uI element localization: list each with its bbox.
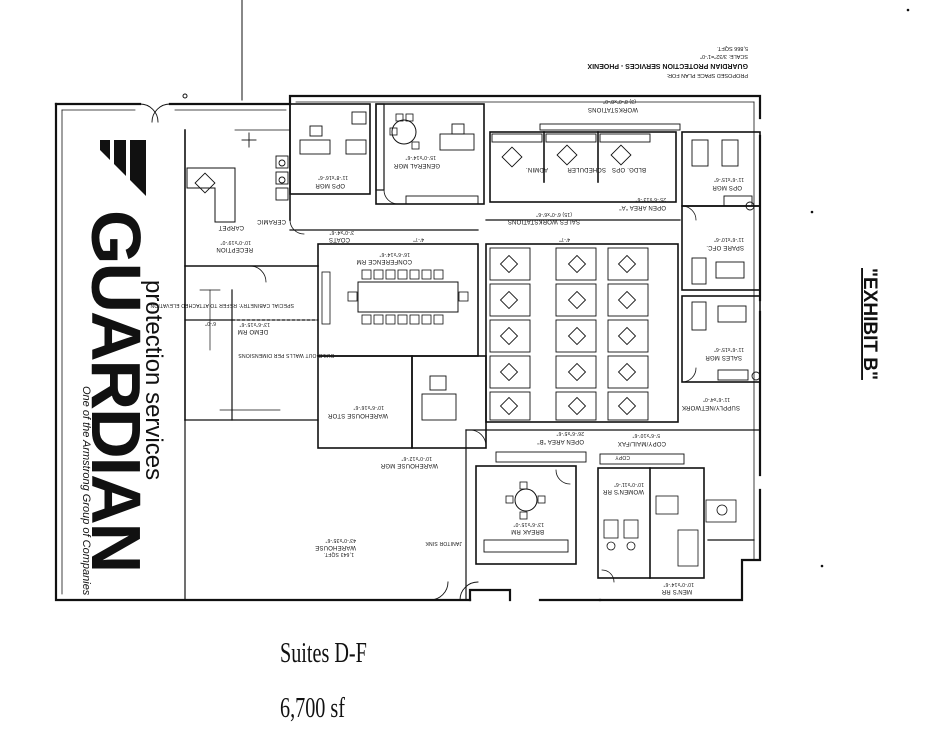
label-dim-6ft: 6'-0" bbox=[205, 320, 216, 326]
label-admin: ADMIN. bbox=[526, 166, 548, 172]
label-warehouse-stor-dim: 10'-6"x16'-6" bbox=[353, 404, 384, 410]
label-copy: COPY bbox=[615, 454, 630, 460]
warehouse-storage bbox=[317, 355, 487, 449]
label-sales-mgr: SALES MGR bbox=[705, 354, 742, 360]
title-line-4: 5,866 SQFT. bbox=[717, 45, 748, 51]
label-scheduler: SCHEDULER bbox=[567, 166, 606, 172]
label-demo-rm: DEMO RM bbox=[238, 328, 268, 334]
exhibit-label: "EXHIBIT B" bbox=[859, 268, 880, 380]
label-demo-rm-dim: 13'-6"x15'-6" bbox=[239, 321, 270, 327]
label-warehouse-mgr: WAREHOUSE MGR bbox=[380, 462, 438, 468]
guardian-logo: GUARDIAN protection services bbox=[77, 140, 167, 571]
label-open-area-b-dim: 26'-6"x5'-6" bbox=[556, 430, 584, 436]
room-labels: RECEPTION 10'-0"x19'-0" CERAMIC CARPET C… bbox=[150, 98, 744, 594]
label-workstations: WORKSTATIONS bbox=[588, 106, 638, 112]
label-reception: RECEPTION bbox=[216, 246, 253, 252]
ops-mgr-office-a bbox=[289, 103, 371, 195]
label-warehouse: WAREHOUSE bbox=[315, 544, 356, 550]
label-break-rm-dim: 13'-6"x15'-0" bbox=[513, 521, 544, 527]
label-special: SPECIAL CABINETRY: REFER TO ATTACHED ELE… bbox=[150, 302, 294, 308]
label-ops-mgr-a-dim: 11'-8"x16'-6" bbox=[318, 174, 348, 180]
label-coats: COATS bbox=[329, 236, 350, 242]
label-conference-dim: 16'-6"x14'-6" bbox=[379, 251, 410, 257]
label-break-rm: BREAK RM bbox=[511, 528, 544, 534]
label-warehouse-mgr-dim: 10'-0"x12'-6" bbox=[401, 455, 432, 461]
label-general-mgr: GENERAL MGR bbox=[393, 162, 440, 168]
label-ops-mgr-b-dim: 11'-6"x15'-6" bbox=[714, 176, 744, 182]
label-warehouse-sqft: 1,643 SQFT. bbox=[324, 551, 354, 557]
label-ops-mgr-a: OPS MGR bbox=[315, 182, 345, 188]
label-spare-ofc: SPARE OFC. bbox=[706, 244, 744, 250]
label-dim-47b: 4'-7" bbox=[413, 236, 424, 242]
label-womens-rr: WOMEN'S RR bbox=[602, 488, 644, 494]
label-womens-rr-dim: 10'-0"x11'-6" bbox=[614, 481, 644, 487]
label-supply-dim: 11'-6"x4'-0" bbox=[703, 396, 730, 402]
label-general-mgr-dim: 15'-0"x14'-6" bbox=[405, 154, 436, 160]
label-conference: CONFERENCE RM bbox=[356, 258, 412, 264]
workstations-strip bbox=[489, 131, 677, 203]
ops-mgr-office-b bbox=[681, 131, 761, 383]
label-sales-ws: SALES WORKSTATIONS bbox=[508, 218, 580, 224]
label-sales-ws-dim: (15) 6'-0"x6'-6" bbox=[536, 211, 572, 217]
label-buildout: BUILD-OUT WALLS PER DIMENSIONS bbox=[238, 352, 334, 358]
logo-subtitle: protection services bbox=[140, 280, 167, 480]
title-line-2: GUARDIAN PROTECTION SERVICES - PHOENIX bbox=[587, 62, 748, 69]
label-janitor: JANITOR SINK bbox=[425, 540, 462, 546]
label-copy-fax: COPY/MAIL/FAX bbox=[618, 440, 666, 446]
break-room bbox=[475, 465, 577, 565]
general-mgr-office bbox=[375, 103, 485, 205]
reception-area bbox=[184, 103, 319, 421]
demo-room bbox=[184, 289, 319, 421]
label-sales-mgr-dim: 11'-6"x15'-6" bbox=[714, 346, 744, 352]
label-ops-mgr-b: OPS MGR bbox=[712, 184, 742, 190]
title-line-1: PROPOSED SPACE PLAN FOR: bbox=[666, 72, 748, 78]
label-bldg-ops: BLDG. OPS bbox=[612, 166, 646, 172]
label-mens-rr: MEN'S RR bbox=[661, 588, 692, 594]
label-spare-ofc-dim: 11'-6"x10'-6" bbox=[714, 236, 744, 242]
exhibit-text: "EXHIBIT B" bbox=[859, 268, 880, 380]
label-carpet: CARPET bbox=[218, 224, 244, 230]
restrooms bbox=[597, 467, 705, 579]
logo-tagline: One of the Armstrong Group of Companies bbox=[80, 386, 92, 596]
logo-word: GUARDIAN bbox=[77, 210, 155, 571]
suites-label: Suites D-F bbox=[280, 638, 367, 669]
label-workstations-dim: (3) 8'-0"x8'-0" bbox=[603, 98, 636, 104]
label-warehouse-stor: WAREHOUSE STOR bbox=[327, 412, 388, 418]
label-copy-fax-dim: 5'-6"x10'-6" bbox=[632, 432, 660, 438]
label-open-area-a-dim: 25'-6"x13'-6" bbox=[635, 196, 666, 202]
label-mens-rr-dim: 10'-0"x14'-6" bbox=[663, 581, 694, 587]
label-warehouse-dim: 43'-0"x35'-6" bbox=[325, 537, 356, 543]
label-supply: SUPPLY/NETWORK bbox=[682, 404, 740, 410]
label-dim-47a: 4'-7" bbox=[559, 236, 570, 242]
label-open-area-a: OPEN AREA "A" bbox=[619, 204, 666, 210]
sales-workstations bbox=[485, 243, 679, 423]
logo-tagline-text: One of the Armstrong Group of Companies bbox=[80, 386, 92, 596]
label-ceramic: CERAMIC bbox=[256, 218, 286, 224]
label-reception-dim: 10'-0"x19'-0" bbox=[220, 239, 251, 245]
label-open-area-b: OPEN AREA "B" bbox=[537, 438, 584, 444]
label-coats-dim: 3'-0"x4'-6" bbox=[329, 229, 354, 235]
title-block: PROPOSED SPACE PLAN FOR: GUARDIAN PROTEC… bbox=[587, 45, 748, 78]
title-line-3: SCALE: 3/32"=1'-0" bbox=[700, 53, 748, 59]
logo-stripes bbox=[100, 140, 146, 196]
square-footage: 6,700 sf bbox=[280, 693, 345, 724]
